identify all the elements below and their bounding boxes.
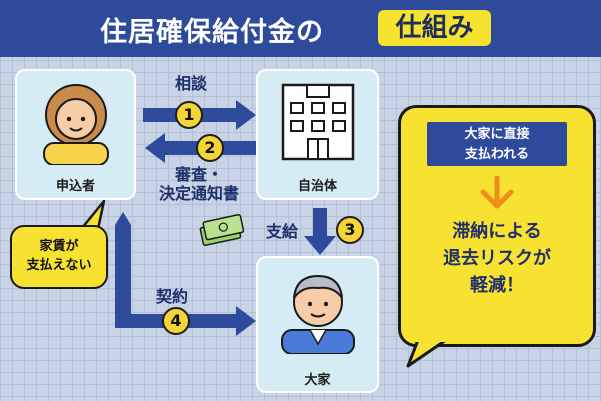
- flow-2-label-line-1: 審査・: [174, 165, 223, 184]
- cannot-pay-line-2: 支払えない: [26, 258, 92, 273]
- flow-3-label: 支給: [266, 222, 299, 241]
- flow-2-label: 審査・ 決定通知書: [143, 165, 255, 203]
- benefit-line-1: 滞納による: [452, 221, 542, 242]
- direct-payment-line-1: 大家に直接: [464, 127, 530, 142]
- direct-payment-line-2: 支払われる: [464, 147, 530, 162]
- flow-4-number: 4: [162, 307, 190, 335]
- benefit-text: 滞納による 退去リスクが 軽減！: [401, 218, 593, 299]
- cash-bills-icon: [199, 213, 245, 246]
- header-bar: 住居確保給付金の 仕組み: [0, 0, 601, 57]
- cannot-pay-bubble: 家賃が 支払えない: [10, 225, 108, 289]
- applicant-card: 申込者: [15, 69, 136, 200]
- direct-payment-box: 大家に直接 支払われる: [427, 122, 567, 166]
- page-title: 住居確保給付金の: [100, 17, 324, 48]
- benefit-line-3: 軽減！: [470, 275, 524, 296]
- old-man-avatar-icon: [280, 274, 355, 354]
- flow-2-label-line-2: 決定通知書: [158, 184, 239, 203]
- flow-3-number: 3: [336, 216, 364, 244]
- landlord-card: 大家: [256, 256, 379, 393]
- city-hall-building-icon: [281, 83, 354, 161]
- municipality-card: 自治体: [256, 69, 379, 200]
- cannot-pay-line-1: 家賃が: [39, 239, 79, 254]
- flow-1-label: 相談: [175, 74, 208, 93]
- benefit-line-2: 退去リスクが: [443, 248, 551, 269]
- flow-1-number: 1: [175, 101, 203, 129]
- flow-4-label: 契約: [156, 287, 189, 306]
- orange-down-arrow-icon: [480, 176, 514, 209]
- arrow-payment-down: [304, 208, 336, 255]
- municipality-label: 自治体: [297, 179, 337, 194]
- title-highlight-tag: 仕組み: [378, 10, 491, 46]
- flow-2-number: 2: [196, 134, 224, 162]
- benefit-bubble: 大家に直接 支払われる 滞納による 退去リスクが 軽減！: [398, 105, 596, 347]
- applicant-label: 申込者: [55, 179, 95, 194]
- cannot-pay-text: 家賃が 支払えない: [12, 237, 106, 275]
- arrow-contract-l: [115, 212, 256, 336]
- landlord-label: 大家: [304, 373, 331, 388]
- woman-avatar-icon: [42, 84, 109, 165]
